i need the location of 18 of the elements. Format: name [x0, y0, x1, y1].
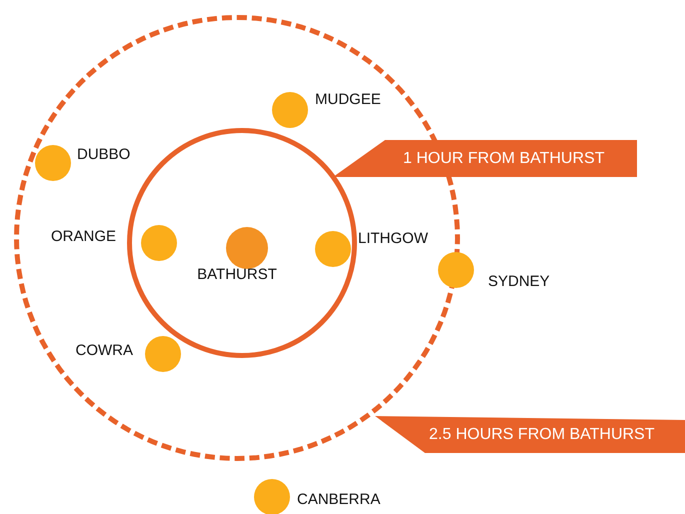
town-dot — [35, 145, 71, 181]
town-dot — [315, 231, 351, 267]
callout-tag: 1 HOUR FROM BATHURST — [333, 140, 637, 177]
town-label: COWRA — [76, 342, 133, 360]
town-dot — [226, 227, 268, 269]
town-dot — [254, 479, 290, 514]
town-dot — [141, 225, 177, 261]
town-label: SYDNEY — [488, 273, 550, 291]
town-dot — [438, 252, 474, 288]
town-label: ORANGE — [50, 228, 116, 246]
town-label: BATHURST — [197, 266, 277, 284]
town-dot — [272, 92, 308, 128]
callout-tag: 2.5 HOURS FROM BATHURST — [375, 416, 685, 453]
town-dot — [145, 336, 181, 372]
town-label: LITHGOW — [358, 230, 428, 248]
town-label: DUBBO — [77, 146, 130, 164]
town-label: MUDGEE — [315, 91, 381, 109]
town-label: CANBERRA — [297, 491, 380, 509]
